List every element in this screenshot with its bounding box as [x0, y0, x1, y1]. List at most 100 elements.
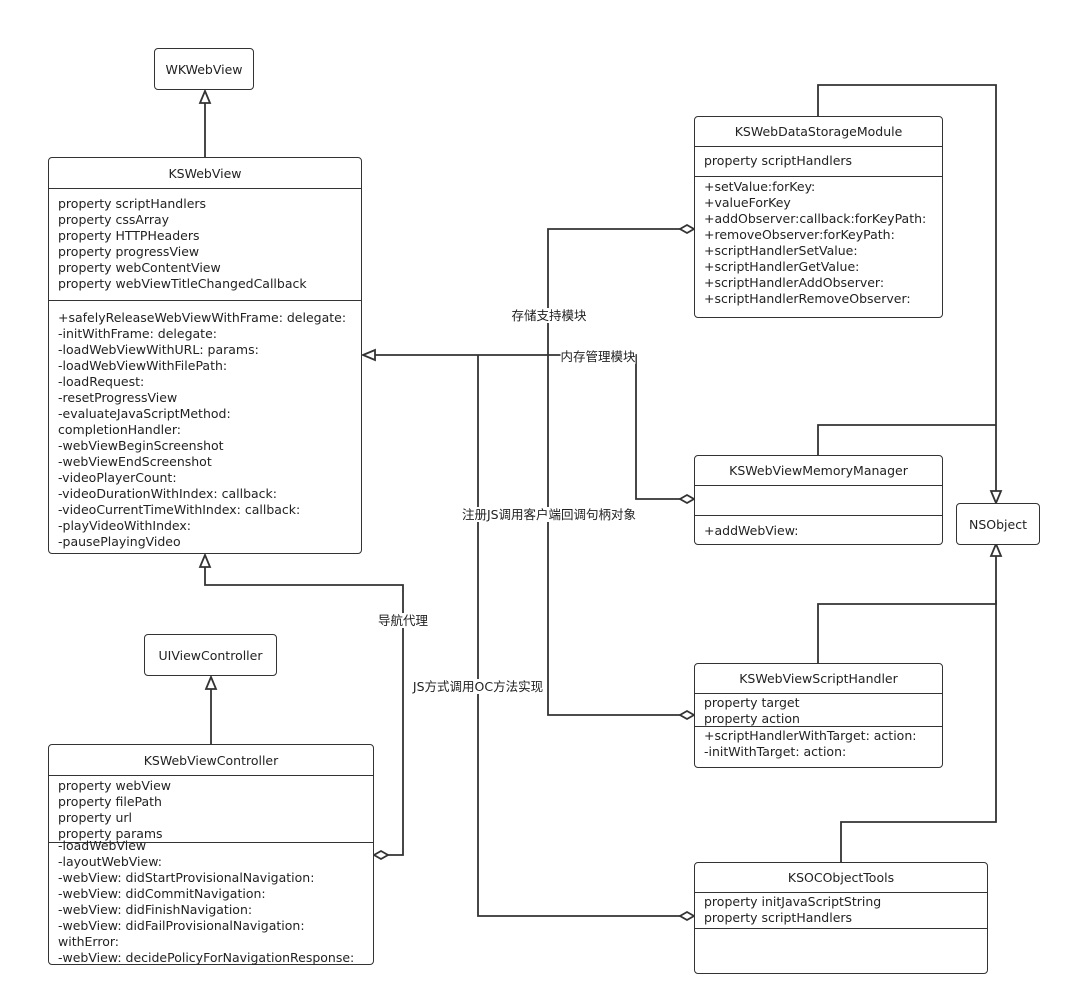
edge-nav-delegate: [204, 567, 404, 856]
method-item: -webView: didStartProvisionalNavigation:: [58, 870, 315, 885]
class-name: KSWebViewScriptHandler: [695, 664, 942, 694]
class-name: KSWebDataStorageModule: [695, 117, 942, 147]
method-item: withError:: [58, 934, 119, 949]
property-item: property initJavaScriptString: [704, 894, 882, 909]
diamond-icon: [372, 849, 390, 861]
method-item: +scriptHandlerWithTarget: action:: [704, 728, 917, 743]
hollow-arrow-icon: [989, 541, 1003, 557]
class-name: WKWebView: [165, 61, 243, 77]
diamond-icon: [678, 709, 696, 721]
method-item: -playVideoWithIndex:: [58, 518, 192, 533]
method-item: -videoCurrentTimeWithIndex: callback:: [58, 502, 301, 517]
method-item: -webView: didFinishNavigation:: [58, 902, 253, 917]
inheritance-ocobjecttools-nsobject: [840, 600, 997, 862]
edge-label-memory: 内存管理模块: [560, 349, 636, 364]
method-item: -loadWebView: [58, 838, 147, 853]
class-name: KSWebView: [49, 158, 361, 189]
method-item: -resetProgressView: [58, 390, 178, 405]
method-item: -videoDurationWithIndex: callback:: [58, 486, 277, 501]
property-item: property scriptHandlers: [58, 196, 207, 211]
class-wkwebview: WKWebView: [154, 48, 254, 90]
method-item: -initWithFrame: delegate:: [58, 326, 217, 341]
class-kswebdatastoragemodule: KSWebDataStorageModule property scriptHa…: [694, 116, 943, 318]
property-item: property url: [58, 810, 133, 825]
methods: +setValue:forKey:+valueForKey+addObserve…: [695, 177, 942, 307]
hollow-arrow-icon: [204, 674, 218, 690]
method-item: -loadWebViewWithURL: params:: [58, 342, 259, 357]
method-item: -loadRequest:: [58, 374, 145, 389]
property-item: property filePath: [58, 794, 162, 809]
properties: property scriptHandlers: [695, 147, 942, 177]
diamond-icon: [678, 910, 696, 922]
method-item: +addObserver:callback:forKeyPath:: [704, 211, 927, 226]
method-item: -evaluateJavaScriptMethod:: [58, 406, 231, 421]
methods: -loadWebView-layoutWebView:-webView: did…: [49, 838, 373, 988]
methods: +scriptHandlerWithTarget: action:-initWi…: [695, 727, 942, 760]
class-name: KSOCObjectTools: [695, 863, 987, 893]
methods: +addWebView:: [695, 516, 942, 539]
edge-ocobjecttools: [477, 355, 680, 917]
edge-to-kswebview: [375, 354, 680, 500]
class-ksocobjecttools: KSOCObjectTools property initJavaScriptS…: [694, 862, 988, 974]
property-item: property action: [704, 711, 800, 726]
method-item: +scriptHandlerAddObserver:: [704, 275, 885, 290]
class-name: KSWebViewController: [49, 745, 373, 776]
method-item: -webViewBeginScreenshot: [58, 438, 224, 453]
method-item: -initWithTarget: action:: [704, 744, 847, 759]
class-name: UIViewController: [158, 647, 263, 663]
methods: +safelyReleaseWebViewWithFrame: delegate…: [49, 301, 361, 550]
diamond-icon: [678, 223, 696, 235]
hollow-arrow-icon: [360, 348, 376, 362]
method-item: -loadWebViewWithFilePath:: [58, 358, 228, 373]
method-item: -videoPlayerCount:: [58, 470, 177, 485]
inheritance-storage-nsobject: [817, 84, 997, 491]
method-item: completionHandler:: [58, 422, 181, 437]
property-item: property scriptHandlers: [704, 910, 853, 925]
property-item: property HTTPHeaders: [58, 228, 200, 243]
property-item: property params: [58, 826, 163, 841]
property-item: property scriptHandlers: [704, 153, 853, 168]
method-item: -webView: didCommitNavigation:: [58, 886, 266, 901]
method-item: -layoutWebView:: [58, 854, 162, 869]
method-item: +addWebView:: [704, 523, 799, 538]
class-name: KSWebViewMemoryManager: [695, 456, 942, 486]
method-item: +removeObserver:forKeyPath:: [704, 227, 895, 242]
class-uiviewcontroller: UIViewController: [144, 634, 277, 676]
inheritance-scripthandler-nsobject: [817, 556, 997, 663]
diamond-icon: [678, 493, 696, 505]
edge-label-register-js: 注册JS调用客户端回调句柄对象: [461, 507, 637, 522]
edge-label-nav-delegate: 导航代理: [377, 613, 429, 628]
hollow-arrow-icon: [198, 552, 212, 568]
edge-storage-scripthandler: [547, 228, 680, 716]
method-item: +scriptHandlerSetValue:: [704, 243, 858, 258]
properties: [695, 486, 942, 516]
property-item: property webViewTitleChangedCallback: [58, 276, 307, 291]
method-item: -webView: didFailProvisionalNavigation:: [58, 918, 305, 933]
hollow-arrow-icon: [198, 88, 212, 104]
class-nsobject: NSObject: [956, 503, 1040, 545]
property-item: property progressView: [58, 244, 200, 259]
hollow-arrow-icon: [989, 490, 1003, 506]
inheritance-memory-nsobject: [817, 424, 996, 455]
method-item: -webView: decidePolicyForNavigationRespo…: [58, 950, 355, 965]
method-item: +scriptHandlerGetValue:: [704, 259, 860, 274]
property-item: property cssArray: [58, 212, 170, 227]
class-kswebviewmemorymanager: KSWebViewMemoryManager +addWebView:: [694, 455, 943, 545]
method-item: +safelyReleaseWebViewWithFrame: delegate…: [58, 310, 347, 325]
property-item: property webContentView: [58, 260, 221, 275]
edge-label-js-call-oc: JS方式调用OC方法实现: [412, 679, 544, 694]
method-item: +scriptHandlerRemoveObserver:: [704, 291, 911, 306]
method-item: +setValue:forKey:: [704, 179, 816, 194]
class-name: NSObject: [969, 516, 1027, 532]
property-item: property target: [704, 695, 800, 710]
method-item: +valueForKey: [704, 195, 791, 210]
method-item: -webViewEndScreenshot: [58, 454, 212, 469]
